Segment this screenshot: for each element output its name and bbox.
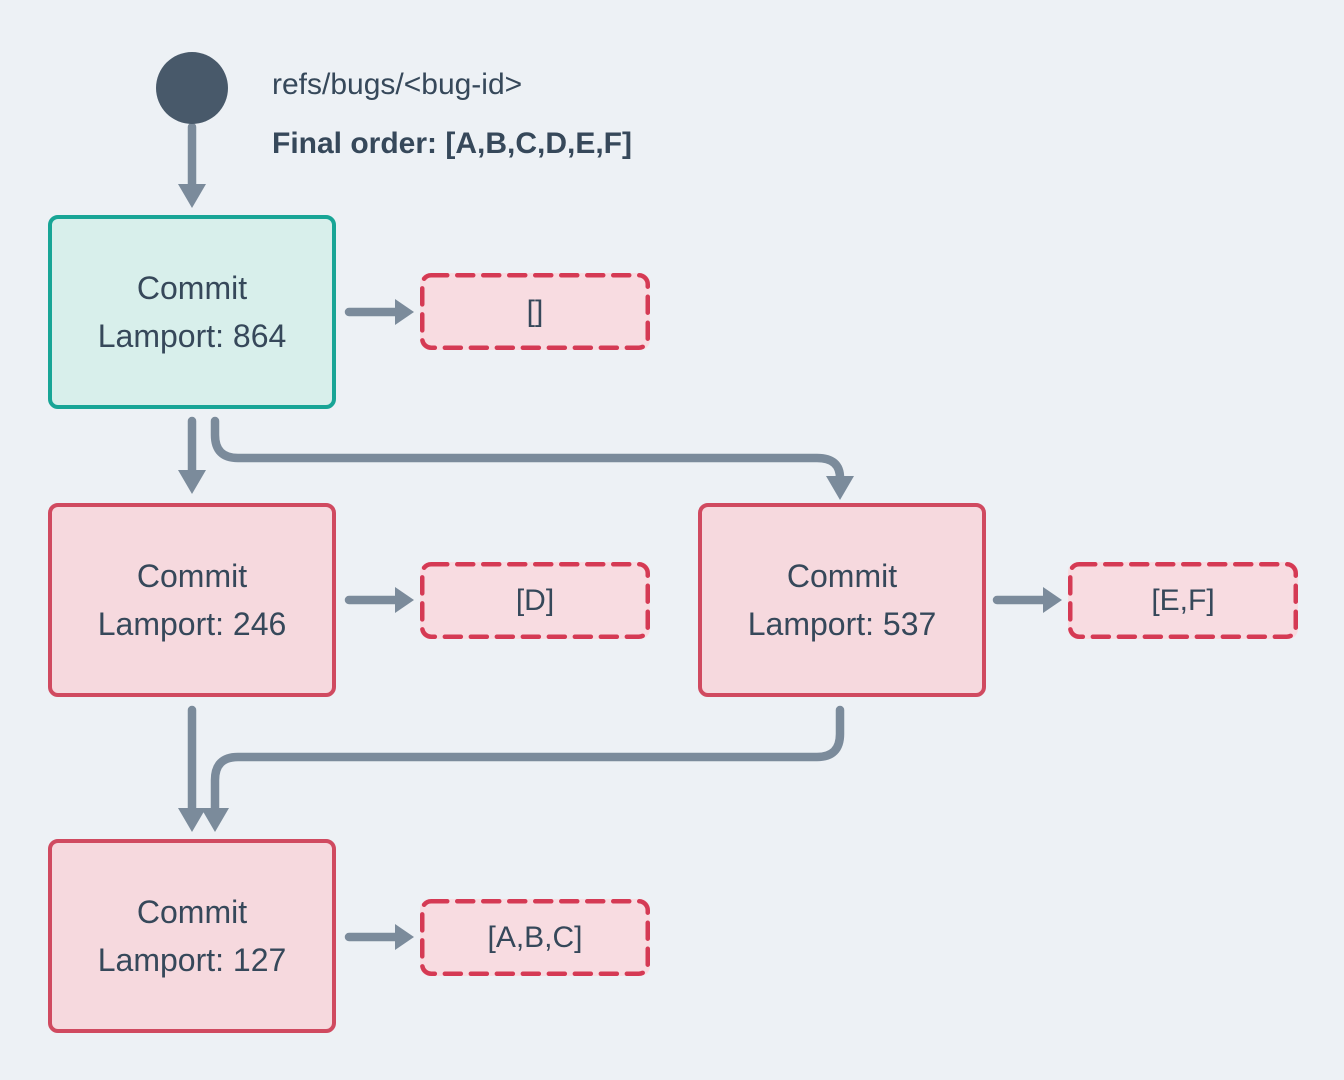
- arrowhead-864-to-payload: [395, 299, 414, 325]
- payload-value: [A,B,C]: [487, 920, 583, 954]
- arrowhead-537-to-payload: [1043, 587, 1062, 613]
- edge-864-to-537: [210, 416, 845, 483]
- commit-node-537: Commit Lamport: 537: [698, 503, 986, 697]
- commit-lamport: Lamport: 246: [97, 606, 287, 642]
- payload-value: [E,F]: [1151, 583, 1215, 617]
- commit-lamport: Lamport: 864: [97, 318, 287, 354]
- commit-node-864: Commit Lamport: 864: [48, 215, 336, 409]
- arrowhead-864-to-537: [826, 476, 854, 500]
- arrowhead-246-to-payload: [395, 587, 414, 613]
- commit-lamport: Lamport: 537: [747, 606, 937, 642]
- payload-box-246: [D]: [420, 562, 650, 639]
- payload-box-537: [E,F]: [1068, 562, 1298, 639]
- payload-value: []: [526, 294, 544, 328]
- payload-box-864: []: [420, 273, 650, 350]
- arrowhead-127-to-payload: [395, 924, 414, 950]
- commit-title: Commit: [136, 270, 248, 306]
- arrowhead-246-to-127: [178, 808, 206, 832]
- payload-value: [D]: [515, 583, 555, 617]
- arrowhead-864-to-246: [178, 470, 206, 494]
- edge-537-to-127: [210, 705, 845, 815]
- commit-lamport: Lamport: 127: [97, 942, 287, 978]
- commit-node-127: Commit Lamport: 127: [48, 839, 336, 1033]
- commit-title: Commit: [136, 894, 248, 930]
- final-order-label: Final order: [A,B,C,D,E,F]: [272, 127, 632, 160]
- commit-title: Commit: [136, 558, 248, 594]
- ref-node-icon: [156, 52, 228, 124]
- arrowhead-537-to-127: [201, 808, 229, 832]
- commit-title: Commit: [786, 558, 898, 594]
- ref-label: refs/bugs/<bug-id>: [272, 68, 523, 101]
- arrowhead-ref-to-864: [178, 184, 206, 208]
- payload-box-127: [A,B,C]: [420, 899, 650, 976]
- commit-node-246: Commit Lamport: 246: [48, 503, 336, 697]
